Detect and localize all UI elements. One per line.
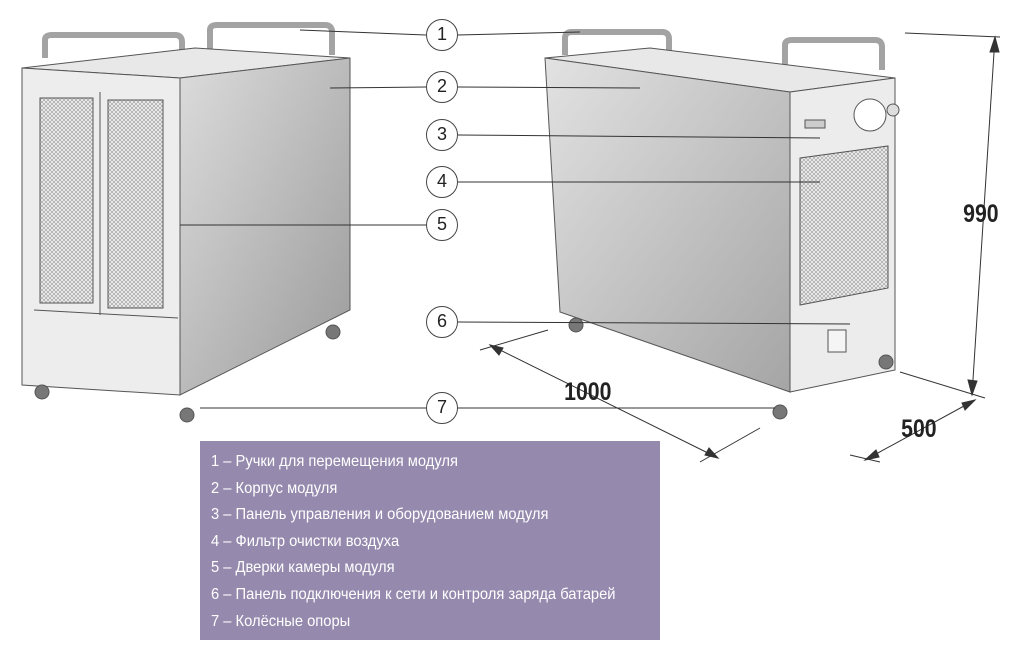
legend-box: 1 – Ручки для перемещения модуля 2 – Кор… — [200, 441, 660, 640]
callout-6: 6 — [426, 306, 458, 338]
legend-item: 5 – Дверки камеры модуля — [211, 559, 395, 577]
legend-item: 6 – Панель подключения к сети и контроля… — [211, 585, 616, 603]
length-dimension: 1000 — [564, 378, 612, 406]
legend-item: 4 – Фильтр очистки воздуха — [211, 532, 400, 550]
callout-7: 7 — [426, 392, 458, 424]
callout-2: 2 — [426, 71, 458, 103]
height-dimension: 990 — [963, 200, 999, 228]
legend-item: 2 – Корпус модуля — [211, 479, 338, 497]
width-dimension: 500 — [901, 415, 937, 443]
right-cabinet — [544, 29, 900, 420]
dimension-lines — [479, 32, 1001, 463]
callout-1: 1 — [426, 19, 458, 51]
legend-item: 3 – Панель управления и оборудованием мо… — [211, 506, 549, 524]
callout-4: 4 — [426, 166, 458, 198]
left-cabinet — [21, 22, 351, 423]
callout-5: 5 — [426, 209, 458, 241]
callout-3: 3 — [426, 119, 458, 151]
legend-item: 7 – Колёсные опоры — [211, 612, 351, 630]
legend-item: 1 – Ручки для перемещения модуля — [211, 453, 458, 470]
